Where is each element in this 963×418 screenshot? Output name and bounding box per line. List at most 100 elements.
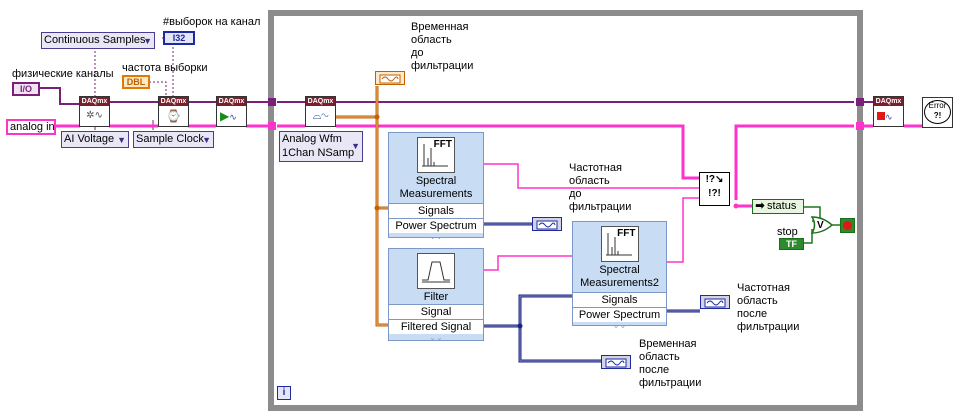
- ai-voltage-value: AI Voltage: [64, 133, 115, 145]
- task-tunnel-left: [268, 98, 276, 106]
- fft-text: FFT: [433, 139, 452, 150]
- status-field: status: [767, 200, 797, 212]
- sample-mode-constant[interactable]: Continuous Samples ▼: [41, 32, 155, 49]
- fft-text: FFT: [617, 228, 636, 239]
- freq-before-line3: до: [569, 188, 582, 200]
- spectral2-input-terminal[interactable]: Signals: [573, 292, 666, 307]
- stop-label: stop: [777, 226, 798, 238]
- glasses-icon: ⌓∿: [312, 110, 329, 122]
- waveform-wire: [336, 86, 389, 327]
- samples-per-channel-terminal[interactable]: I32: [163, 31, 195, 45]
- waveform-graph-icon: [605, 358, 627, 368]
- timing-type-selector[interactable]: Sample Clock ▼: [133, 131, 214, 148]
- sample-rate-terminal[interactable]: DBL: [122, 75, 150, 89]
- dropdown-arrow-icon: ▼: [351, 141, 360, 151]
- daqmx-create-channel-node[interactable]: DAQmx ✲∿: [79, 96, 110, 127]
- spectrum-graph-icon: [704, 298, 726, 308]
- filter-input-terminal[interactable]: Signal: [389, 304, 483, 319]
- spectral2-title-line2: Measurements2: [580, 277, 659, 289]
- daqmx-header: DAQmx: [217, 97, 246, 106]
- error-tunnel-left: [268, 122, 276, 130]
- clear-task-icon: ∿: [874, 106, 903, 127]
- daqmx-read-node[interactable]: DAQmx ⌓∿: [305, 96, 336, 127]
- sample-rate-label: частота выборки: [122, 62, 208, 74]
- while-loop-frame: [268, 10, 863, 411]
- spectrum-graph-icon: [536, 220, 558, 230]
- error-text: Error: [928, 101, 947, 110]
- sample-clock-value: Sample Clock: [136, 133, 204, 145]
- or-gate-node[interactable]: [811, 216, 833, 234]
- task-wire: [40, 87, 873, 105]
- io-type-label: I/O: [19, 84, 32, 94]
- time-before-line2: область: [411, 34, 452, 46]
- freq-before-graph-terminal[interactable]: [532, 217, 562, 231]
- i32-type-label: I32: [172, 33, 186, 43]
- daqmx-clear-task-node[interactable]: DAQmx ∿: [873, 96, 904, 127]
- dropdown-arrow-icon: ▼: [143, 36, 152, 46]
- error-out-wire: [904, 124, 924, 128]
- spectral2-output-terminal[interactable]: Power Spectrum: [573, 307, 666, 322]
- freq-before-line4: фильтрации: [569, 201, 632, 213]
- waveform-graph-icon: [379, 74, 401, 84]
- dropdown-arrow-icon: ▼: [117, 135, 126, 145]
- read-mode-line2: 1Chan NSamp: [282, 147, 355, 159]
- error-tunnel-right: [856, 122, 864, 130]
- create-channel-icon: ✲∿: [86, 110, 103, 121]
- loop-condition-terminal[interactable]: [840, 218, 855, 233]
- channel-name-constant[interactable]: analog in: [6, 119, 56, 135]
- spectral-measurements-express-vi[interactable]: FFT Spectral Measurements Signals Power …: [388, 132, 484, 241]
- freq-before-label: Частотная область до фильтрации: [569, 162, 631, 214]
- samples-per-channel-label: #выборок на канал: [163, 16, 261, 28]
- arrow-right-icon: ➡: [755, 200, 765, 212]
- daqmx-header: DAQmx: [159, 97, 188, 106]
- clock-icon: ⌚: [166, 109, 181, 123]
- daqmx-start-task-node[interactable]: DAQmx ▶∿: [216, 96, 247, 127]
- time-before-line4: фильтрации: [411, 60, 474, 72]
- time-after-line2: область: [639, 351, 680, 363]
- dbl-type-label: DBL: [126, 77, 146, 87]
- spectral1-input-terminal[interactable]: Signals: [389, 203, 483, 218]
- expand-chevron-icon[interactable]: ⌄⌄: [612, 321, 627, 330]
- spectral1-title-line2: Measurements: [399, 188, 473, 200]
- time-before-graph-terminal[interactable]: [375, 71, 405, 85]
- daqmx-header: DAQmx: [306, 97, 335, 106]
- merge-errors-node[interactable]: !?↘!?!: [699, 172, 730, 206]
- freq-after-line4: фильтрации: [737, 321, 800, 333]
- freq-after-graph-terminal[interactable]: [700, 295, 730, 309]
- freq-after-line1: Частотная: [737, 282, 790, 294]
- channels-label: физические каналы: [12, 68, 114, 80]
- read-mode-selector[interactable]: Analog Wfm 1Chan NSamp ▼: [279, 131, 363, 162]
- expand-chevron-icon[interactable]: ⌄⌄: [429, 232, 443, 241]
- channels-terminal[interactable]: I/O: [12, 82, 40, 96]
- play-icon: ▶∿: [220, 109, 237, 123]
- channel-name-value: analog in: [10, 121, 55, 133]
- filter-title: Filter: [423, 291, 449, 303]
- loop-iteration-terminal: i: [277, 386, 291, 400]
- iteration-label: i: [282, 387, 286, 398]
- fft-icon: FFT: [600, 226, 639, 262]
- fft-icon: FFT: [417, 137, 455, 173]
- time-after-label: Временная область после фильтрации: [639, 338, 701, 390]
- measurement-type-selector[interactable]: AI Voltage ▼: [61, 131, 129, 148]
- filter-output-terminal[interactable]: Filtered Signal: [389, 319, 483, 334]
- time-after-line3: после: [639, 364, 670, 376]
- error-wire: [55, 124, 873, 200]
- stop-sign-icon: [843, 221, 852, 230]
- spectral-measurements2-express-vi[interactable]: FFT Spectral Measurements2 Signals Power…: [572, 221, 667, 330]
- filter-express-vi[interactable]: Filter Signal Filtered Signal ⌄⌄: [388, 248, 484, 342]
- simple-error-handler-node[interactable]: Error?!: [922, 97, 953, 128]
- unbundle-status-node[interactable]: ➡status: [752, 199, 804, 214]
- freq-before-line2: область: [569, 175, 610, 187]
- read-mode-line1: Analog Wfm: [282, 133, 342, 145]
- tf-type-label: TF: [786, 239, 797, 249]
- sample-mode-value: Continuous Samples: [44, 34, 146, 46]
- stop-terminal[interactable]: TF: [779, 238, 804, 250]
- time-after-line4: фильтрации: [639, 377, 702, 389]
- daqmx-header: DAQmx: [80, 97, 109, 106]
- daqmx-timing-node[interactable]: DAQmx ⌚: [158, 96, 189, 127]
- expand-chevron-icon[interactable]: ⌄⌄: [429, 333, 443, 342]
- filter-icon: [417, 253, 455, 289]
- time-after-graph-terminal[interactable]: [601, 355, 631, 369]
- spectral1-output-terminal[interactable]: Power Spectrum: [389, 218, 483, 233]
